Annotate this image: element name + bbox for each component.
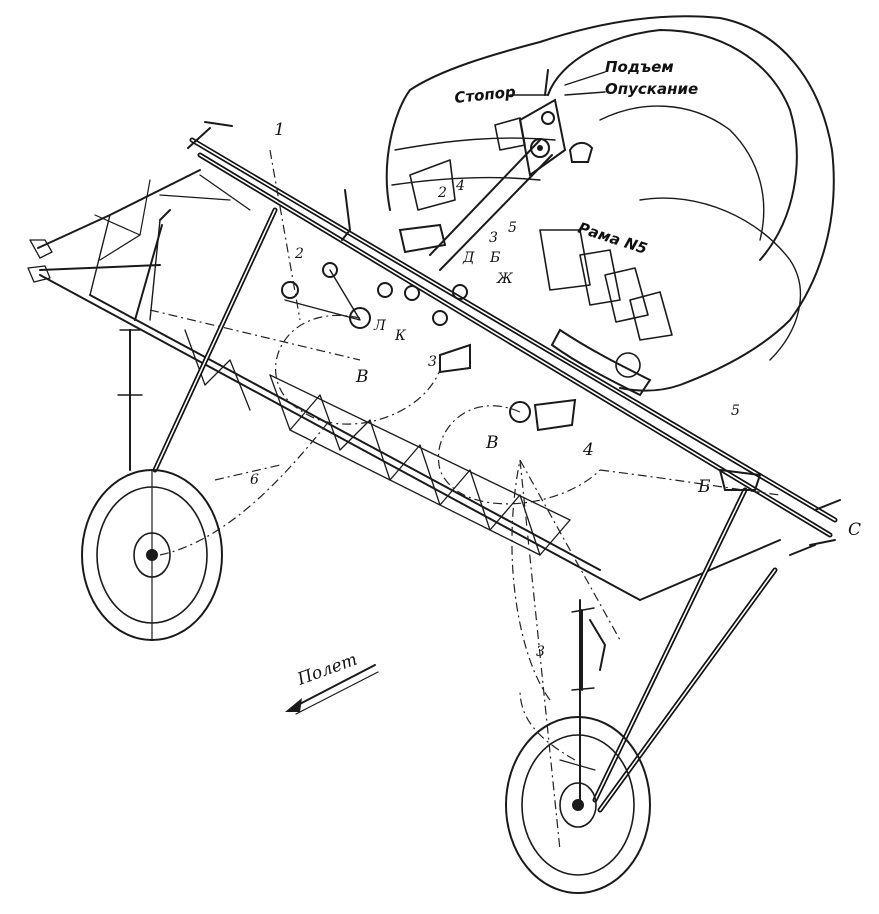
label-k: К	[394, 328, 407, 344]
label-c: С	[848, 520, 861, 540]
label-6-mid: 6	[250, 472, 259, 488]
label-1: 1	[274, 120, 285, 140]
label-3-mid: 3	[428, 354, 437, 370]
right-wheel	[505, 716, 651, 894]
flight-direction-arrow	[285, 664, 379, 715]
label-2-top: 2	[437, 185, 447, 201]
label-d: Д	[462, 250, 475, 266]
retraction-links	[281, 139, 577, 432]
label-b-right: Б	[697, 477, 711, 497]
left-landing-gear	[81, 207, 278, 641]
label-v-left: В	[355, 367, 369, 387]
label-polet: Полет	[294, 650, 360, 690]
label-v-mid: В	[485, 433, 499, 453]
swing-paths	[149, 149, 781, 851]
label-l: Л	[373, 318, 386, 334]
label-2-left: 2	[294, 246, 304, 262]
label-5-right: 5	[731, 403, 740, 419]
right-landing-gear	[505, 468, 778, 894]
label-4-top: 4	[455, 178, 465, 194]
label-b-top: Б	[489, 250, 500, 266]
label-opuskanie: Опускание	[605, 80, 698, 98]
lock-mechanism	[494, 69, 606, 177]
label-4-mid: 4	[582, 440, 594, 460]
label-podem: Подъем	[605, 58, 674, 76]
label-3-bottom: 3	[536, 644, 545, 660]
transverse-axle	[187, 121, 841, 556]
fuselage-frame	[385, 15, 835, 397]
label-stopor: Стопор	[454, 83, 517, 107]
label-rama: Рама N5	[576, 219, 650, 258]
label-5-top: 5	[508, 220, 517, 236]
label-zh: Ж	[496, 271, 514, 287]
label-3-top: 3	[489, 230, 498, 246]
wing-truss	[27, 169, 781, 601]
